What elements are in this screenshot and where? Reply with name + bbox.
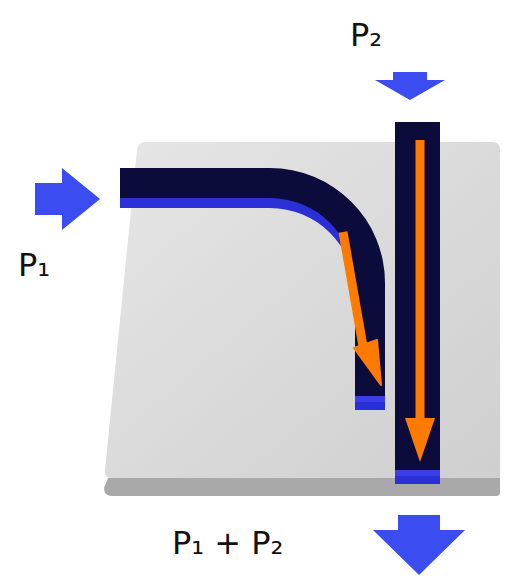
straight-waveguide (395, 122, 440, 474)
power-label: P₁ + P₂ (172, 526, 283, 561)
output-arrow (373, 515, 465, 575)
substrate (105, 142, 500, 478)
waveguide-end (355, 396, 385, 402)
input-arrow (375, 72, 445, 100)
substrate-edge (104, 478, 500, 496)
power-label: P₁ (18, 248, 50, 283)
waveguide-end (395, 470, 440, 476)
input-arrow (35, 168, 100, 230)
light-arrowhead (405, 418, 435, 462)
curved-waveguide (120, 168, 385, 400)
power-label: P₂ (350, 18, 382, 53)
light-arrowhead (354, 340, 381, 385)
light-arrow (343, 232, 364, 352)
light-arrow (416, 140, 425, 420)
